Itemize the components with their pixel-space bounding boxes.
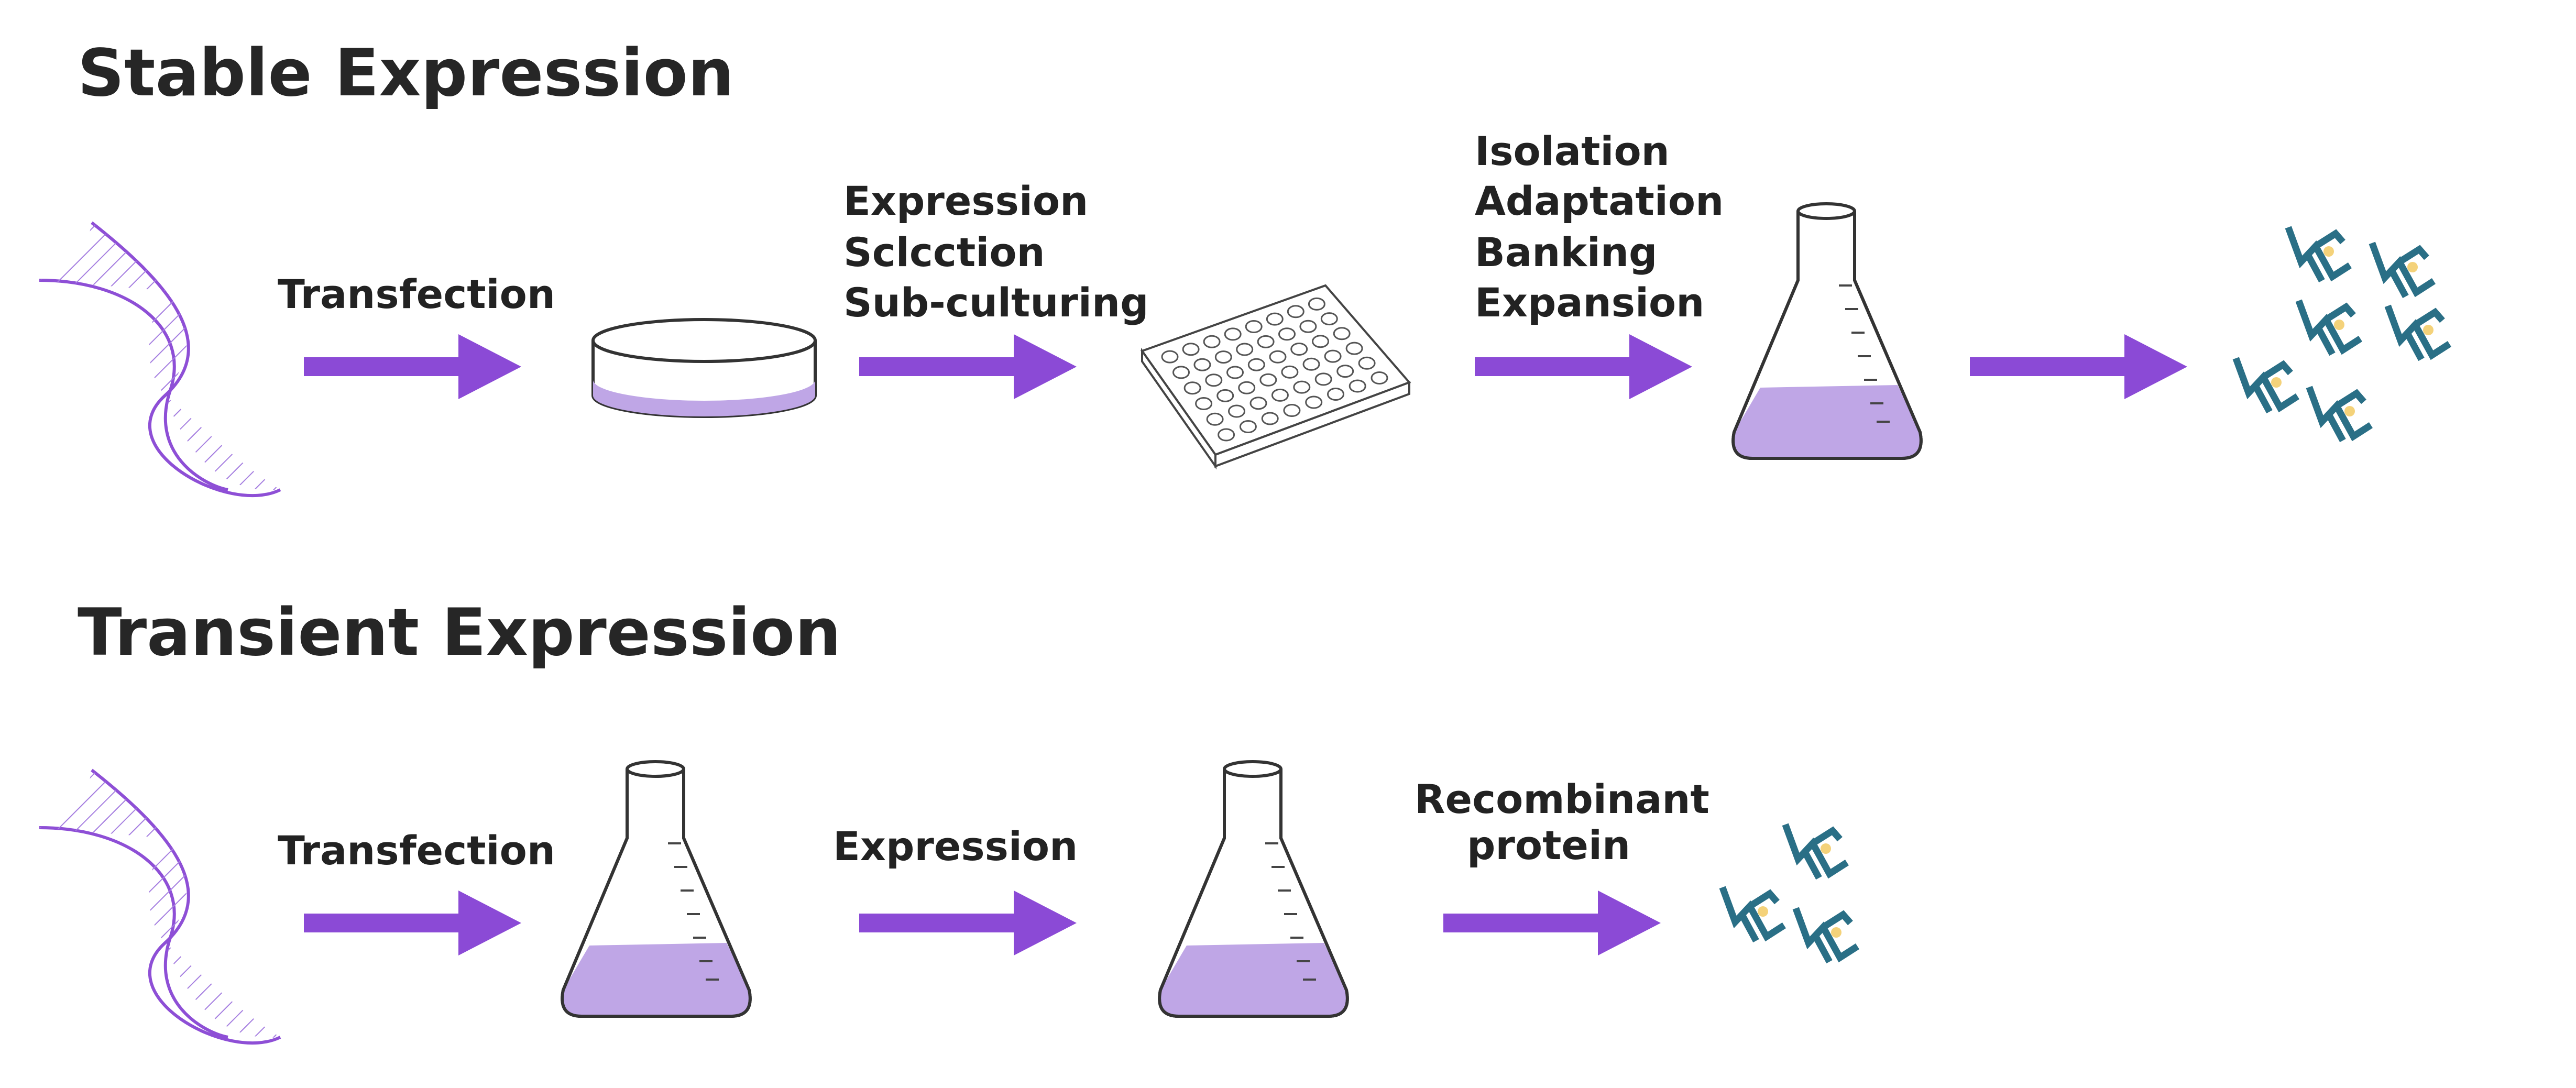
stable-step3-line3: Banking (1475, 229, 1657, 276)
well (1245, 320, 1263, 333)
well (1271, 388, 1289, 402)
arrow-icon (859, 891, 1077, 955)
well (1299, 320, 1317, 333)
arrow-icon (304, 891, 521, 955)
stable-step2-line1: Expression (843, 178, 1088, 224)
protein-icon (2310, 390, 2368, 441)
protein-icon (2373, 246, 2431, 296)
well (1333, 327, 1351, 340)
well (1193, 358, 1211, 371)
well (1308, 297, 1325, 311)
arrow-icon (1475, 334, 1692, 399)
petri-dish-icon (591, 318, 817, 418)
flask-icon (1731, 202, 1923, 460)
well (1239, 420, 1257, 433)
stable-step3-line2: Adaptation (1475, 178, 1724, 224)
well (1269, 350, 1287, 364)
well (1161, 350, 1179, 364)
well (1314, 372, 1332, 386)
well (1302, 357, 1320, 371)
well (1336, 365, 1354, 378)
transient-step1-label: Transfection (278, 827, 555, 874)
well (1195, 397, 1213, 410)
well (1358, 356, 1376, 370)
well-plate-icon (1140, 284, 1411, 470)
well (1247, 358, 1265, 371)
arrow-icon (859, 334, 1077, 399)
well (1278, 327, 1296, 341)
stable-title: Stable Expression (78, 36, 734, 111)
well (1238, 381, 1256, 394)
well (1320, 312, 1338, 326)
flask-icon (561, 760, 752, 1018)
protein-icon (2300, 304, 2358, 354)
arrow-icon (1443, 891, 1661, 955)
well (1305, 395, 1323, 409)
dna-icon (39, 768, 281, 1045)
stable-step2-line3: Sub-culturing (843, 279, 1148, 326)
well (1224, 327, 1242, 341)
well (1349, 379, 1366, 393)
protein-icon (1786, 828, 1844, 878)
well (1203, 335, 1221, 348)
well (1216, 389, 1234, 402)
well (1290, 343, 1308, 356)
arrow-icon (304, 334, 521, 399)
stable-step1-label: Transfection (278, 271, 555, 317)
well (1259, 373, 1277, 387)
well (1261, 412, 1279, 425)
well (1214, 350, 1232, 364)
transient-step3-line1: Recombinant (1415, 776, 1709, 822)
well (1345, 342, 1363, 355)
well (1327, 388, 1344, 401)
protein-icon (2237, 361, 2295, 412)
well (1205, 373, 1223, 387)
well (1172, 366, 1190, 379)
transient-step3-line2: protein (1467, 822, 1630, 869)
stable-step2-line2: Sclcction (843, 229, 1045, 276)
transient-title: Transient Expression (78, 595, 841, 671)
well (1312, 335, 1329, 348)
well (1283, 404, 1301, 417)
well (1371, 371, 1388, 384)
well (1324, 349, 1342, 363)
protein-icon (2389, 309, 2447, 359)
transient-step2-label: Expression (833, 823, 1078, 870)
well (1218, 428, 1235, 442)
well (1287, 305, 1305, 318)
well (1293, 380, 1311, 394)
stable-step3-line1: Isolation (1475, 128, 1670, 174)
well (1226, 366, 1244, 379)
well (1182, 343, 1200, 356)
dna-icon (39, 221, 281, 497)
stable-step3-line4: Expansion (1475, 279, 1704, 326)
well (1266, 312, 1284, 326)
well (1236, 343, 1254, 356)
well (1257, 335, 1275, 348)
protein-icon (1724, 891, 1781, 941)
well (1281, 365, 1299, 379)
flask-icon (1158, 760, 1349, 1018)
well (1206, 412, 1224, 426)
well (1249, 397, 1267, 410)
protein-icon (1797, 911, 1855, 962)
protein-icon (2289, 230, 2347, 281)
arrow-icon (1970, 334, 2187, 399)
well (1183, 381, 1201, 395)
well (1228, 404, 1245, 418)
